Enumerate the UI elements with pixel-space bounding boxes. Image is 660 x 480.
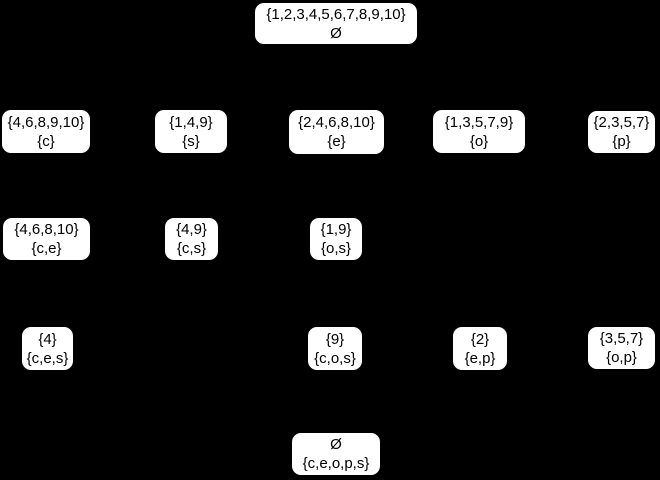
node-extent-label: {3,5,7} bbox=[599, 330, 644, 347]
node-intent-label: Ø bbox=[330, 24, 342, 42]
node-intent-label: {o} bbox=[469, 132, 489, 150]
node-extent-label: {4,9} bbox=[176, 221, 207, 238]
lattice-node-cs: {4,9} {c,s} bbox=[165, 218, 218, 260]
node-intent-label: {c,e,o,p,s} bbox=[302, 455, 370, 472]
lattice-node-top: {1,2,3,4,5,6,7,8,9,10}Ø bbox=[255, 3, 417, 44]
node-extent-label: {2} bbox=[470, 330, 490, 348]
lattice-node-bottom: Ø {c,e,o,p,s} bbox=[292, 433, 380, 475]
node-extent-label: {1,2,3,4,5,6,7,8,9,10} bbox=[266, 5, 406, 23]
node-extent-label: {4,6,8,9,10} bbox=[7, 113, 85, 131]
node-intent-label: {c} bbox=[37, 132, 55, 150]
node-intent-label: {c,o,s} bbox=[314, 349, 356, 367]
lattice-node-e: {2,4,6,8,10} {e} bbox=[289, 110, 384, 154]
lattice-node-p: {2,3,5,7} {p} bbox=[588, 111, 655, 153]
node-extent-label: {1,4,9} bbox=[169, 113, 213, 131]
node-extent-label: {2,4,6,8,10} bbox=[298, 114, 375, 131]
lattice-node-op: {3,5,7} {o,p} bbox=[588, 327, 655, 369]
lattice-node-os: {1,9} {o,s} bbox=[310, 218, 362, 260]
node-extent-label: {4,6,8,10} bbox=[14, 221, 79, 238]
node-extent-label: {9} bbox=[325, 330, 345, 348]
node-extent-label: {1,9} bbox=[320, 221, 352, 238]
lattice-node-c: {4,6,8,9,10}{c} bbox=[2, 110, 90, 153]
lattice-node-ce: {4,6,8,10} {c,e} bbox=[3, 218, 90, 260]
node-intent-label: {o,s} bbox=[320, 240, 352, 257]
node-extent-label: {1,3,5,7,9} bbox=[444, 113, 514, 131]
lattice-node-ces: {4}{c,e,s} bbox=[22, 327, 73, 370]
node-intent-label: {c,e,s} bbox=[26, 349, 69, 367]
node-intent-label: {c,e} bbox=[31, 240, 62, 257]
lattice-node-s: {1,4,9}{s} bbox=[155, 110, 227, 153]
node-extent-label: Ø bbox=[330, 436, 342, 453]
node-extent-label: {2,3,5,7} bbox=[593, 114, 650, 131]
lattice-node-cos: {9}{c,o,s} bbox=[308, 327, 362, 370]
node-intent-label: {e,p} bbox=[464, 349, 496, 367]
node-extent-label: {4} bbox=[38, 330, 57, 348]
node-intent-label: {p} bbox=[612, 133, 631, 150]
node-intent-label: {c,s} bbox=[176, 240, 207, 257]
node-intent-label: {o,p} bbox=[606, 349, 637, 366]
node-intent-label: {s} bbox=[182, 132, 200, 150]
lattice-node-o: {1,3,5,7,9}{o} bbox=[433, 110, 525, 153]
lattice-node-ep: {2}{e,p} bbox=[453, 327, 507, 370]
node-intent-label: {e} bbox=[327, 133, 346, 150]
